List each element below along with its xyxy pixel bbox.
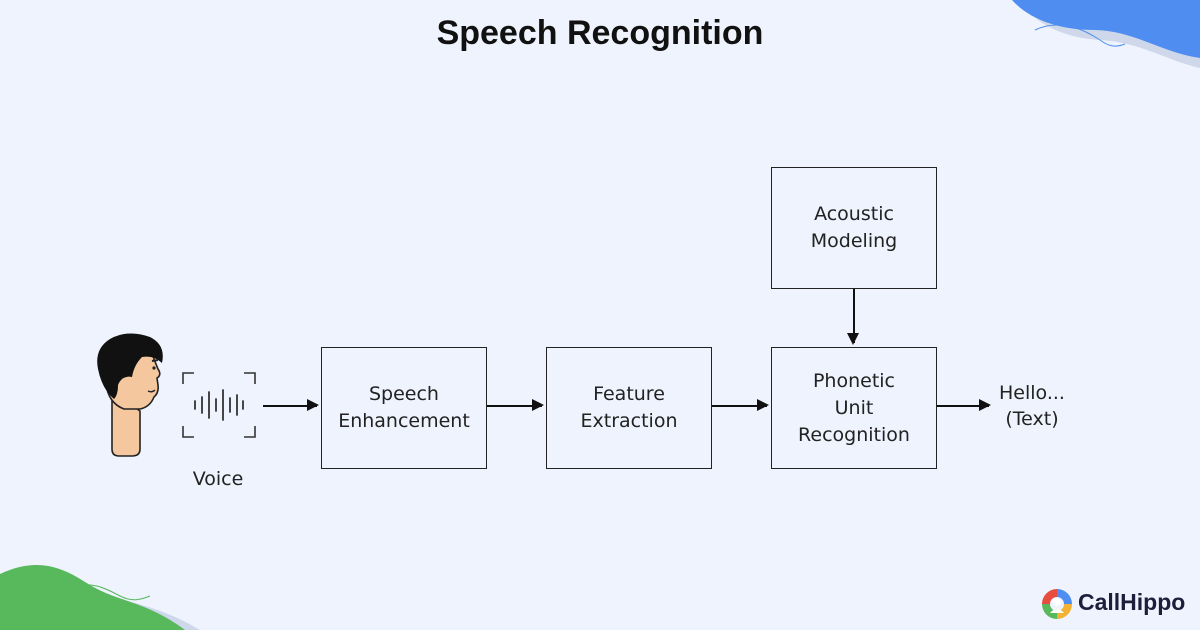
arrow-acoustic-to-phonetic bbox=[848, 289, 858, 345]
feature-extraction-line-1: Feature bbox=[593, 383, 665, 405]
phonetic-unit-line-3: Recognition bbox=[798, 423, 910, 446]
callhippo-logo-icon bbox=[1042, 589, 1072, 619]
speech-enhancement-line-2: Enhancement bbox=[338, 410, 470, 432]
acoustic-modeling-box: Acoustic Modeling bbox=[771, 167, 937, 289]
voice-label: Voice bbox=[192, 468, 244, 490]
feature-extraction-box: Feature Extraction bbox=[546, 347, 712, 469]
phonetic-unit-line-2: Unit bbox=[834, 396, 874, 419]
phonetic-unit-line-1: Phonetic bbox=[812, 369, 895, 392]
feature-extraction-line-2: Extraction bbox=[580, 410, 678, 432]
acoustic-modeling-line-2: Modeling bbox=[810, 230, 898, 252]
bottom-left-blob-decoration bbox=[0, 564, 200, 630]
speaker-person-icon bbox=[97, 333, 163, 457]
output-line-1: Hello... bbox=[999, 382, 1065, 404]
phonetic-unit-recognition-box: Phonetic Unit Recognition bbox=[771, 347, 937, 469]
acoustic-modeling-line-1: Acoustic bbox=[814, 203, 894, 225]
voice-waveform-icon bbox=[182, 372, 256, 438]
arrow-extraction-to-phonetic bbox=[712, 400, 769, 410]
speech-enhancement-box: Speech Enhancement bbox=[321, 347, 487, 469]
brand-name: CallHippo bbox=[1078, 589, 1186, 615]
page-title: Speech Recognition bbox=[436, 14, 764, 52]
output-text-label: Hello... (Text) bbox=[990, 380, 1074, 432]
output-line-2: (Text) bbox=[1005, 408, 1059, 430]
arrow-voice-to-enhancement bbox=[263, 400, 319, 410]
arrow-enhancement-to-extraction bbox=[487, 400, 544, 410]
speech-enhancement-line-1: Speech bbox=[368, 383, 439, 405]
top-right-blob-decoration bbox=[1012, 0, 1200, 68]
arrow-phonetic-to-output bbox=[937, 400, 991, 410]
